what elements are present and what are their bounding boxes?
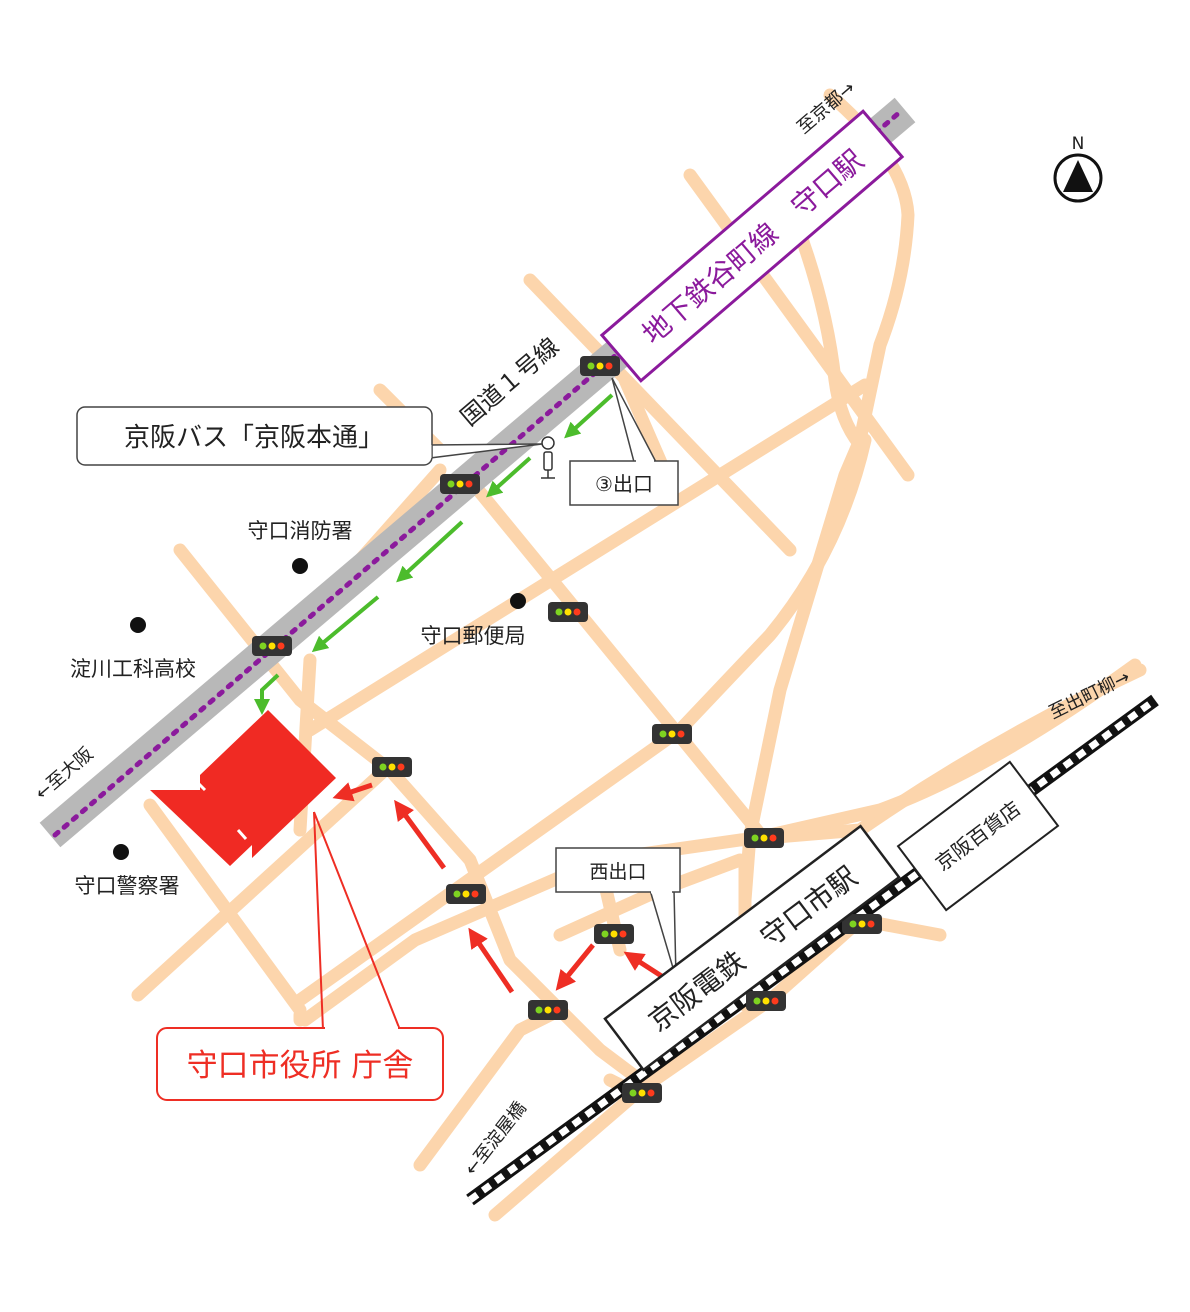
traffic-signal-icon <box>252 636 292 656</box>
to-demachiyanagi-label: 至出町柳→ <box>1046 667 1133 724</box>
traffic-signal-icon <box>746 991 786 1011</box>
post-office-label: 守口郵便局 <box>421 624 526 648</box>
traffic-signal-icon <box>440 474 480 494</box>
traffic-signal-icon <box>548 602 588 622</box>
city-hall-notch <box>193 778 207 792</box>
exit3-label: ③出口 <box>595 472 653 496</box>
traffic-signal-icon <box>372 757 412 777</box>
traffic-signal-icon <box>622 1083 662 1103</box>
city-hall-label: 守口市役所 庁舎 <box>187 1048 414 1084</box>
compass-letter: N <box>1072 134 1085 154</box>
traffic-signal-icon <box>594 924 634 944</box>
city-hall-callout: 守口市役所 庁舎 <box>156 811 444 1101</box>
subway-station-box: 地下鉄谷町線 守口駅 <box>599 109 905 383</box>
traffic-signal-icon <box>446 884 486 904</box>
bus-stop-callout: 京阪バス「京阪本通」 <box>76 406 543 466</box>
bus-stop-icon <box>541 436 555 479</box>
post-office-marker-icon <box>510 593 526 609</box>
walking-route-green <box>254 393 614 715</box>
bus-stop-label: 京阪バス「京阪本通」 <box>124 423 384 453</box>
west-exit-callout: 西出口 <box>555 847 681 979</box>
fire-station-label: 守口消防署 <box>248 519 353 543</box>
traffic-signal-icon <box>528 1000 568 1020</box>
north-arrow-icon: N <box>1053 134 1103 203</box>
subway-station-label: 地下鉄谷町線 守口駅 <box>636 143 870 350</box>
west-exit-label: 西出口 <box>589 861 646 883</box>
traffic-signal-icon <box>580 356 620 376</box>
department-store-box: 京阪百貨店 <box>896 760 1060 912</box>
school-label: 淀川工科高校 <box>70 657 196 681</box>
fire-station-marker-icon <box>292 558 308 574</box>
school-marker-icon <box>130 617 146 633</box>
keihan-railway <box>466 694 1159 1206</box>
traffic-signal-icon <box>652 724 692 744</box>
walking-route-red <box>332 782 665 994</box>
traffic-signal-icon <box>744 828 784 848</box>
city-hall-building <box>150 710 336 866</box>
landmark-dots <box>113 558 526 860</box>
police-label: 守口警察署 <box>75 874 180 898</box>
exit3-callout: ③出口 <box>569 377 679 506</box>
city-hall-notch-2 <box>236 829 248 840</box>
police-marker-icon <box>113 844 129 860</box>
